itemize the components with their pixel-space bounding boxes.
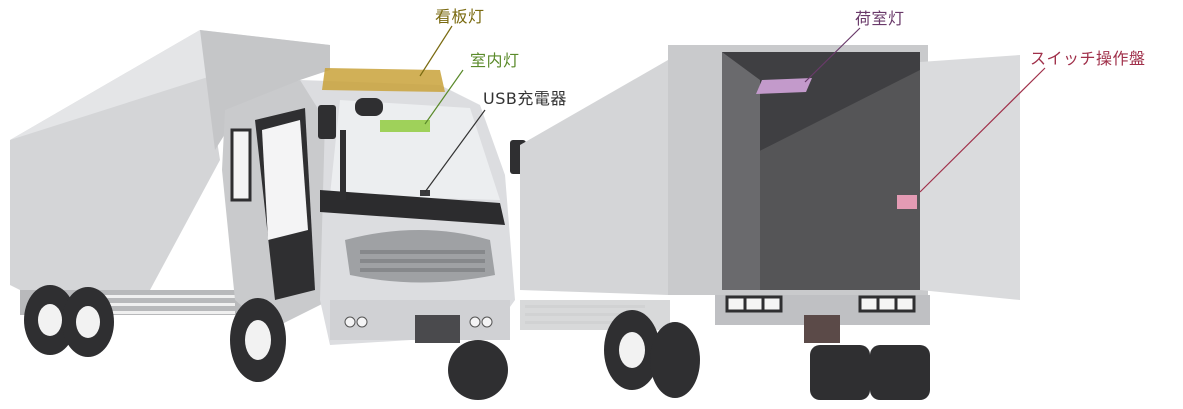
front-truck-cargo-side xyxy=(10,30,220,295)
front-truck xyxy=(10,30,526,400)
leader-usb-charger xyxy=(424,109,486,193)
front-truck-mirrors xyxy=(318,98,526,200)
front-truck-grille-bars xyxy=(360,250,485,272)
usb-charger-label: USB充電器 xyxy=(483,89,567,108)
switch-panel-label: スイッチ操作盤 xyxy=(1030,49,1146,68)
usb-charger-highlight xyxy=(420,190,430,196)
front-truck-dash-band xyxy=(320,190,505,225)
signboard-light-label: 看板灯 xyxy=(435,7,485,26)
rear-truck-open-door xyxy=(920,55,1020,300)
front-truck-headlights xyxy=(344,316,493,328)
cabin-light-highlight xyxy=(380,120,430,132)
rear-truck-lights xyxy=(725,295,916,313)
front-truck-side-rails xyxy=(95,295,235,314)
front-truck-plate xyxy=(415,315,460,343)
front-truck-rear-window xyxy=(230,128,252,202)
front-truck-grille xyxy=(345,230,495,283)
rear-truck xyxy=(520,45,1020,400)
signboard-light-highlight xyxy=(322,68,445,92)
rear-truck-cargo-side xyxy=(520,60,668,295)
leader-cargo-light xyxy=(804,27,861,83)
front-truck-rear-wheels xyxy=(24,285,114,357)
leader-signboard-light xyxy=(419,25,453,77)
switch-panel-highlight xyxy=(897,195,917,209)
leader-switch-panel xyxy=(919,67,1046,193)
rear-truck-interior-left xyxy=(722,52,760,290)
front-truck-door-window xyxy=(262,120,308,240)
cabin-light-label: 室内灯 xyxy=(470,51,520,70)
leader-lines xyxy=(419,25,1046,193)
cargo-light-highlight xyxy=(756,78,812,94)
rear-truck-plate xyxy=(804,315,840,343)
cargo-light-label: 荷室灯 xyxy=(855,9,905,28)
leader-cabin-light xyxy=(424,69,464,125)
front-truck-front-wheels xyxy=(230,298,508,400)
rear-truck-wheels xyxy=(604,310,930,400)
front-truck-windshield xyxy=(330,100,500,200)
